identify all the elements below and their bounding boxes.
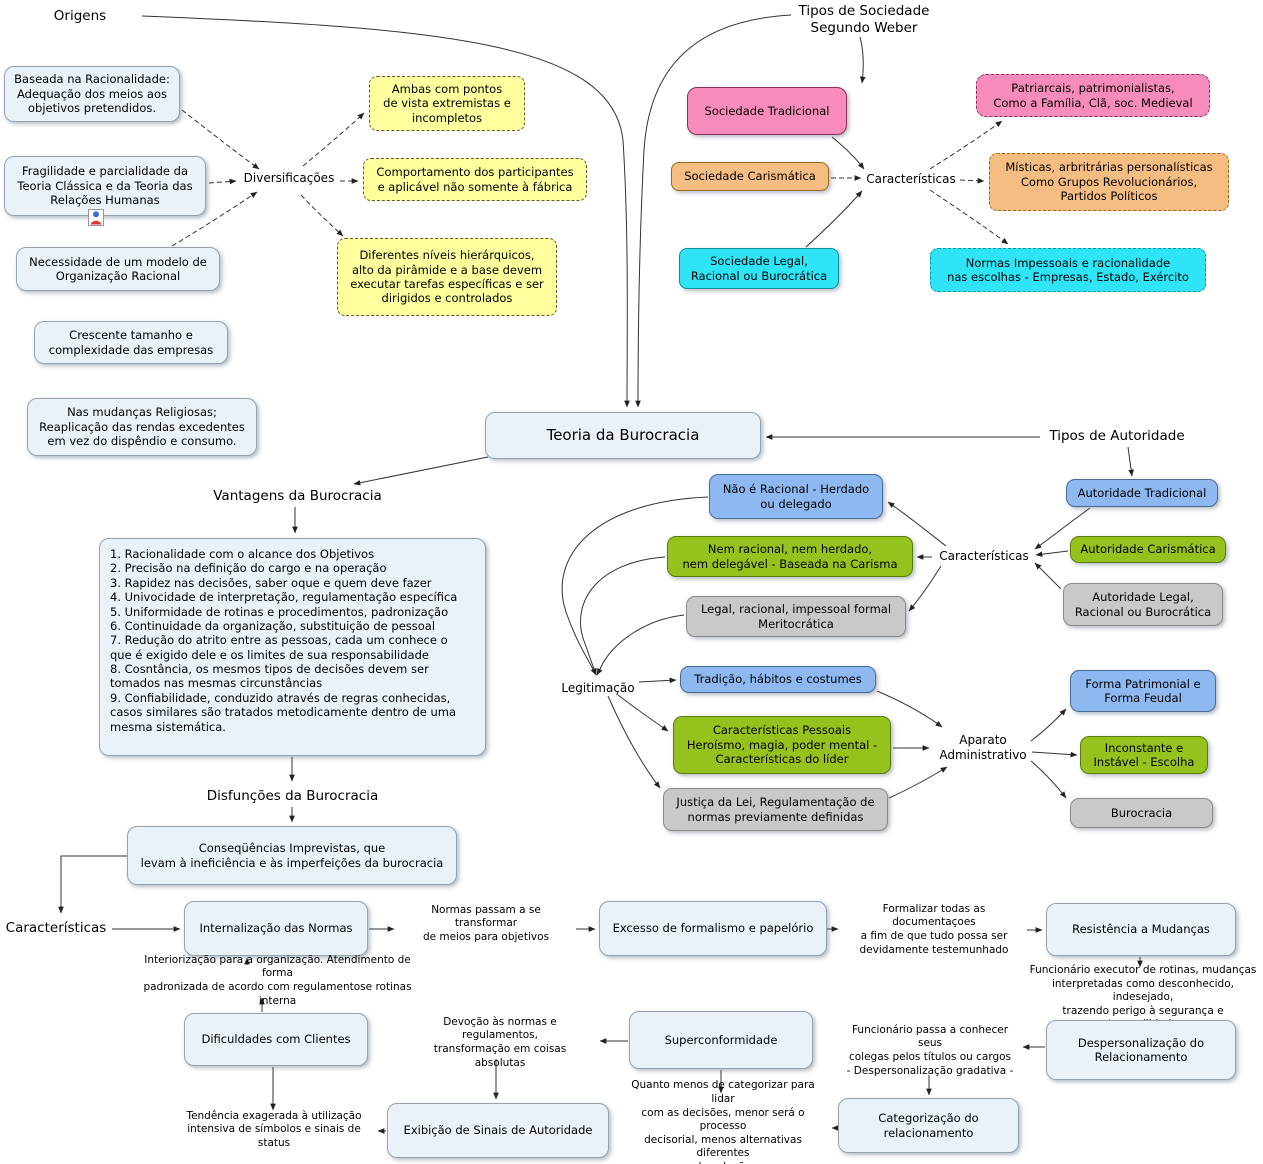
node-legal-racional-impessoal[interactable]: Legal, racional, impessoal formal Merito… xyxy=(686,596,906,637)
label-aparato-administrativo[interactable]: Aparato Administrativo xyxy=(939,733,1027,762)
label-tipos-de-autoridade[interactable]: Tipos de Autoridade xyxy=(1049,427,1185,444)
note-devocao-as-normas: Devoção às normas e regulamentos, transf… xyxy=(433,1015,567,1069)
node-teoria-da-burocracia[interactable]: Teoria da Burocracia xyxy=(485,412,761,459)
edge-legitimacao-justica xyxy=(607,695,661,789)
note-quanto-menos-categorizar: Quanto menos de categorizar para lidar c… xyxy=(631,1079,815,1164)
node-caracteristicas-pessoais[interactable]: Características Pessoais Heroísmo, magia… xyxy=(673,716,891,774)
edge-diversificacoes-diferentes xyxy=(300,194,344,237)
node-exibicao-sinais-autoridade[interactable]: Exibição de Sinais de Autoridade xyxy=(387,1103,609,1158)
node-excesso-formalismo[interactable]: Excesso de formalismo e papelório xyxy=(599,901,827,956)
node-mudancas-religiosas[interactable]: Nas mudanças Religiosas; Reaplicação das… xyxy=(27,398,257,456)
edge-aparato-inconstante xyxy=(1031,751,1078,758)
node-vantagens-lista[interactable]: 1. Racionalidade com o alcance dos Objet… xyxy=(99,538,486,756)
label-origens[interactable]: Origens xyxy=(53,7,107,24)
node-necessidade-modelo[interactable]: Necessidade de um modelo de Organização … xyxy=(16,247,220,291)
edge-legal-racional-legitimacao xyxy=(596,614,685,676)
edge-tradicional-caracteristicas-soc xyxy=(831,136,865,170)
node-despersonalizacao[interactable]: Despersonalização do Relacionamento xyxy=(1046,1020,1236,1080)
node-inconstante-instavel[interactable]: Inconstante e Instável - Escolha xyxy=(1080,736,1208,774)
label-diversificacoes[interactable]: Diversificações xyxy=(243,170,335,185)
edge-consequencias-caracteristicas xyxy=(58,855,127,914)
node-sociedade-carismatica[interactable]: Sociedade Carismática xyxy=(671,162,829,191)
edge-justica-aparato xyxy=(888,766,948,799)
edge-caracteristicas-normas xyxy=(929,189,1009,245)
edge-caracteristicas-misticas xyxy=(959,177,985,184)
node-diferentes-niveis[interactable]: Diferentes níveis hierárquicos, alto da … xyxy=(337,238,557,316)
node-sociedade-tradicional[interactable]: Sociedade Tradicional xyxy=(687,87,847,135)
node-internalizacao-das-normas[interactable]: Internalização das Normas xyxy=(184,901,368,956)
node-tradicao-habitos[interactable]: Tradição, hábitos e costumes xyxy=(680,666,876,693)
clipart-icon xyxy=(88,209,104,230)
node-normas-impessoais[interactable]: Normas Impessoais e racionalidade nas es… xyxy=(930,248,1206,292)
node-burocracia[interactable]: Burocracia xyxy=(1070,798,1213,828)
node-categorizacao-relacionamento[interactable]: Categorização do relacionamento xyxy=(838,1098,1019,1153)
node-autoridade-carismatica[interactable]: Autoridade Carismática xyxy=(1070,536,1226,563)
node-resistencia-a-mudancas[interactable]: Resistência a Mudanças xyxy=(1046,903,1236,956)
label-legitimacao[interactable]: Legitimação xyxy=(561,680,635,695)
edge-necessidade-diversificacoes xyxy=(171,191,258,247)
edge-aparato-burocracia xyxy=(1030,760,1067,799)
edge-nao-racional-legitimacao xyxy=(561,496,709,676)
edge-caracteristicas-legal-racional xyxy=(908,565,942,612)
node-justica-da-lei[interactable]: Justiça da Lei, Regulamentação de normas… xyxy=(663,788,888,831)
label-caracteristicas-sociedade[interactable]: Características xyxy=(866,171,956,186)
edge-caracteristicas-nao-racional xyxy=(887,501,947,547)
node-nao-racional[interactable]: Não é Racional - Herdado ou delegado xyxy=(709,474,883,519)
label-caracteristicas-disfuncoes[interactable]: Características xyxy=(5,919,107,936)
node-autoridade-legal[interactable]: Autoridade Legal, Racional ou Burocrátic… xyxy=(1063,583,1223,626)
edge-aut-tradicional-caracteristicas xyxy=(1034,507,1091,550)
label-caracteristicas-autoridade[interactable]: Características xyxy=(939,548,1029,563)
node-patriarcais[interactable]: Patriarcais, patrimonialistas, Como a Fa… xyxy=(976,74,1210,117)
note-interiorizacao: Interiorização para a organização. Atend… xyxy=(143,953,412,1007)
note-funcionario-executor: Funcionário executor de rotinas, mudança… xyxy=(1029,963,1257,1031)
edge-aparato-patrimonial xyxy=(1030,708,1067,742)
edge-legitimacao-tradicao xyxy=(638,677,677,684)
label-tipos-de-sociedade[interactable]: Tipos de Sociedade Segundo Weber xyxy=(798,3,930,36)
node-consequencias-imprevistas[interactable]: Conseqüências Imprevistas, que levam à i… xyxy=(127,826,457,885)
note-tendencia-exagerada: Tendência exagerada à utilização intensi… xyxy=(186,1109,362,1149)
edge-tipos-autoridade-tradicional xyxy=(1127,446,1134,477)
node-baseada-racionalidade[interactable]: Baseada na Racionalidade: Adequação dos … xyxy=(4,66,180,122)
edge-tipos-sociedade-tradicional xyxy=(859,36,866,84)
node-ambas-extremistas[interactable]: Ambas com pontos de vista extremistas e … xyxy=(369,76,525,131)
edge-legitimacao-pessoais xyxy=(617,694,669,732)
node-comportamento-participantes[interactable]: Comportamento dos participantes e aplicá… xyxy=(363,158,587,201)
edge-diversificacoes-ambas xyxy=(302,112,365,167)
note-funcionario-passa: Funcionário passa a conhecer seus colega… xyxy=(846,1023,1014,1077)
edge-nem-racional-legitimacao xyxy=(580,556,666,676)
edge-teoria-vantagens xyxy=(353,456,489,486)
edge-caracteristicas-patriarcais xyxy=(929,120,1003,170)
node-sociedade-legal[interactable]: Sociedade Legal, Racional ou Burocrática xyxy=(679,248,839,289)
edge-aut-legal-caracteristicas xyxy=(1034,562,1062,590)
node-dificuldades-com-clientes[interactable]: Dificuldades com Clientes xyxy=(184,1013,368,1066)
edge-tradicao-aparato xyxy=(876,690,943,728)
edge-aut-carismatica-caracteristicas xyxy=(1035,550,1069,558)
edge-origens-teoria xyxy=(141,15,630,408)
node-crescente-tamanho[interactable]: Crescente tamanho e complexidade das emp… xyxy=(34,321,228,364)
edge-tipos-sociedade-teoria xyxy=(635,14,792,408)
node-misticas[interactable]: Místicas, arbritrárias personalísticas C… xyxy=(989,153,1229,211)
node-forma-patrimonial[interactable]: Forma Patrimonial e Forma Feudal xyxy=(1070,670,1216,712)
node-autoridade-tradicional[interactable]: Autoridade Tradicional xyxy=(1066,479,1218,507)
edge-legal-caracteristicas-soc xyxy=(805,190,863,248)
label-vantagens-da-burocracia[interactable]: Vantagens da Burocracia xyxy=(213,487,382,504)
label-disfuncoes-da-burocracia[interactable]: Disfunções da Burocracia xyxy=(206,787,379,804)
node-superconformidade[interactable]: Superconformidade xyxy=(629,1011,813,1069)
node-fragilidade-teorias[interactable]: Fragilidade e parcialidade da Teoria Clá… xyxy=(4,156,206,216)
note-normas-passam: Normas passam a se transformar de meios … xyxy=(422,903,550,943)
edge-baseada-diversificacoes xyxy=(181,109,260,170)
note-formalizar-documentacoes: Formalizar todas as documentaçoes a fim … xyxy=(859,902,1009,956)
node-nem-racional[interactable]: Nem racional, nem herdado, nem delegável… xyxy=(667,536,913,577)
edge-fragilidade-diversificacoes xyxy=(208,178,237,185)
